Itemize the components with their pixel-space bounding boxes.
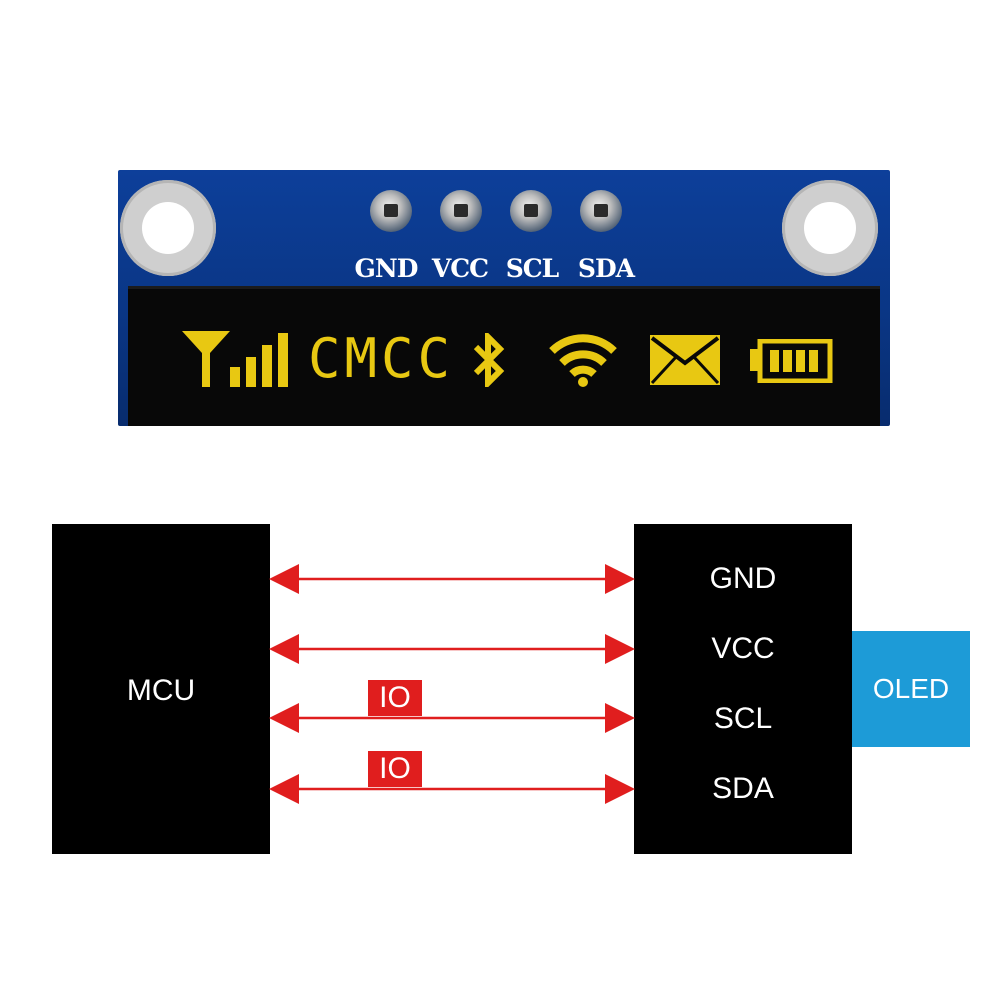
header-pin-gnd [370,190,412,232]
oled-module-photo: GND VCC SCL SDA CMCC [118,170,890,426]
mounting-hole-left [120,180,216,276]
silkscreen-label-scl: SCL [505,254,560,283]
mounting-hole-right [782,180,878,276]
pin-label-scl: SCL [713,702,773,735]
pin-label-sda: SDA [712,772,774,805]
wifi-icon [549,334,617,387]
oled-label: OLED [872,673,950,704]
silkscreen-label-gnd: GND [354,254,419,283]
signal-icon [182,331,288,387]
silkscreen-label-sda: SDA [577,254,635,283]
oled-pin-block: GND VCC SCL SDA [634,524,852,854]
pin-label-gnd: GND [709,562,777,595]
envelope-icon [650,335,720,385]
header-pin-vcc [440,190,482,232]
battery-icon [750,339,833,383]
io-tag-scl: IO [368,680,422,716]
silkscreen-label-vcc: VCC [431,254,489,283]
mcu-label: MCU [126,674,196,707]
header-pin-scl [510,190,552,232]
io-tag-sda: IO [368,751,422,787]
header-pin-sda [580,190,622,232]
pin-label-vcc: VCC [711,632,775,665]
bluetooth-icon [473,333,505,387]
mcu-block: MCU [52,524,270,854]
carrier-text: CMCC [308,327,455,390]
oled-screen: CMCC [128,286,880,426]
oled-block: OLED [852,631,970,747]
